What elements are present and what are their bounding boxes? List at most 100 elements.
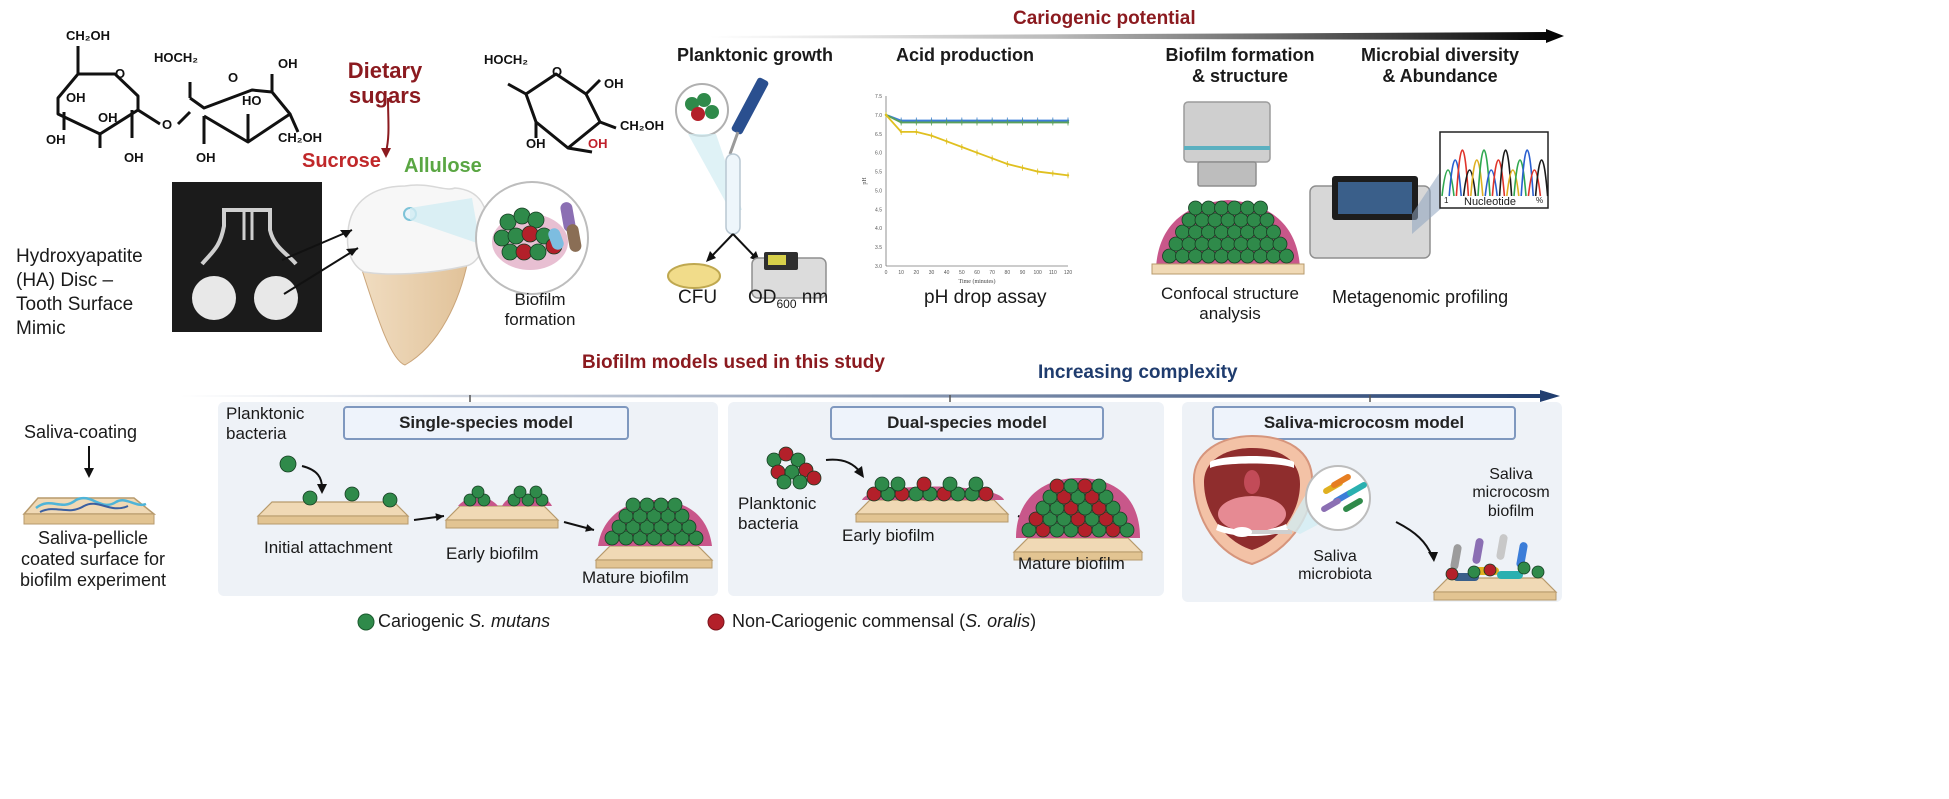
microbial-diversity-title: Microbial diversity & Abundance [1340, 45, 1540, 86]
s-mutans-cell [1253, 200, 1268, 216]
pellicle-disc [22, 497, 157, 515]
nucleotide-end: % [1536, 196, 1544, 205]
chem-oh-5: OH [278, 56, 298, 71]
objective-band [1184, 146, 1270, 150]
s-mutans-cell [521, 493, 535, 507]
s-mutans-cell [890, 476, 906, 492]
od-suffix: nm [796, 287, 829, 308]
s-mutans-cell [302, 490, 318, 506]
chromatogram-peak [1484, 169, 1498, 197]
legend-species: S. oralis [965, 611, 1031, 631]
ha-disc-edge [855, 513, 1009, 523]
microbiota-rod [1321, 498, 1341, 512]
data-point [960, 121, 964, 124]
zoom-cone [410, 198, 480, 244]
ph-drop-assay-label: pH drop assay [924, 287, 1047, 308]
branch-arrow [709, 233, 734, 259]
data-point [884, 113, 888, 117]
x-tick-label: 0 [885, 270, 888, 276]
data-point [1066, 174, 1070, 177]
ring-bond [567, 146, 593, 154]
furanose-ring [507, 72, 602, 150]
s-mutans-cell [527, 211, 545, 229]
s-mutans-cell [507, 227, 525, 245]
pellicle-disc-edge [23, 513, 155, 525]
chem-oh-1: OH [66, 90, 86, 105]
title-line: Microbial diversity [1360, 45, 1520, 65]
planktonic-growth-title: Planktonic growth [677, 45, 834, 65]
cariogenic-potential-label: Cariogenic potential [1013, 8, 1196, 29]
s-mutans-cell [529, 243, 547, 261]
x-tick-label: 70 [989, 270, 995, 276]
chem-o-ring2: O [228, 70, 239, 85]
saliva-coating-label: Saliva-coating [24, 422, 138, 442]
s-oralis-cell [515, 243, 533, 261]
nucleotide-label: Nucleotide [1464, 196, 1516, 208]
s-mutans-cell [1227, 200, 1242, 216]
microcosm-rod [1496, 534, 1508, 560]
label-line: Saliva-pellicle [37, 528, 149, 548]
arrow-head [346, 248, 358, 256]
cfu-label: CFU [678, 287, 718, 308]
x-tick-label: 40 [944, 270, 950, 276]
label-line: biofilm experiment [19, 570, 167, 590]
y-tick-label: 5.0 [875, 188, 882, 194]
s-oralis-cell [978, 486, 994, 502]
pellicle-strands [35, 496, 147, 510]
label-line: biofilm [1487, 502, 1535, 520]
s-mutans-cell [1188, 200, 1203, 216]
label-line: Biofilm [514, 290, 566, 309]
y-tick-label: 3.5 [875, 245, 882, 251]
dual-species-title: Dual-species model [830, 406, 1104, 440]
dual-species-graphic [766, 446, 1144, 561]
biofilm-formation-label: Biofilm formation [490, 290, 590, 329]
chem-o-link: O [162, 117, 173, 132]
s-mutans-cell [1201, 200, 1216, 216]
label-line: microbiota [1298, 566, 1372, 584]
saliva-microcosm-biofilm-label: Saliva microcosm biofilm [1466, 466, 1556, 521]
data-point [960, 145, 964, 149]
chem-hoch2-c: HOCH₂ [484, 52, 529, 67]
s-mutans-cell [501, 243, 519, 261]
chromatogram-peak [1455, 149, 1470, 197]
saliva-microcosm-title: Saliva-microcosm model [1212, 406, 1516, 440]
arrow-head [585, 524, 594, 532]
sequencer-graphic [1309, 131, 1549, 259]
single-mature-biofilm-label: Mature biofilm [582, 568, 689, 587]
ha-disc-edge [445, 519, 559, 529]
blue-rod [548, 228, 564, 250]
chromatogram-peak [1527, 169, 1542, 197]
s-mutans-cell [513, 207, 531, 225]
ha-disc [254, 276, 298, 320]
chem-oh-10: OH [526, 136, 546, 151]
initial-attachment-label: Initial attachment [264, 538, 393, 557]
chromatogram-peak [1462, 169, 1477, 197]
chem-o-ring1: O [115, 66, 126, 81]
figure-canvas: Cariogenic potential Planktonic growth A… [16, 8, 1564, 631]
confocal-graphic [1151, 101, 1305, 275]
od-subscript: 600 [776, 296, 797, 311]
s-mutans-cell [513, 485, 527, 499]
label-line: Hydroxyapatite [16, 246, 143, 267]
x-tick-label: 90 [1020, 270, 1026, 276]
ring-bond [584, 78, 602, 96]
s-mutans-cell [1112, 511, 1128, 527]
data-point [930, 121, 933, 124]
arrow-head [317, 484, 327, 494]
legend-text: Cariogenic [378, 611, 470, 631]
ha-disc-edge [257, 515, 409, 525]
branch-arrow [732, 233, 757, 259]
legend-noncariogenic-swatch [707, 613, 725, 631]
uvula [1244, 470, 1260, 494]
data-point [1051, 121, 1055, 124]
nucleotide-start: 1 [1444, 196, 1449, 205]
chromatogram-peak [1506, 169, 1520, 197]
y-tick-label: 4.0 [875, 226, 882, 232]
data-point [1036, 121, 1039, 124]
s-mutans-cell [653, 497, 669, 513]
sugar-arrow [385, 97, 390, 153]
s-mutans-cell [1240, 200, 1255, 216]
pyranose-ring [56, 72, 140, 136]
s-mutans-cell [1105, 500, 1121, 516]
